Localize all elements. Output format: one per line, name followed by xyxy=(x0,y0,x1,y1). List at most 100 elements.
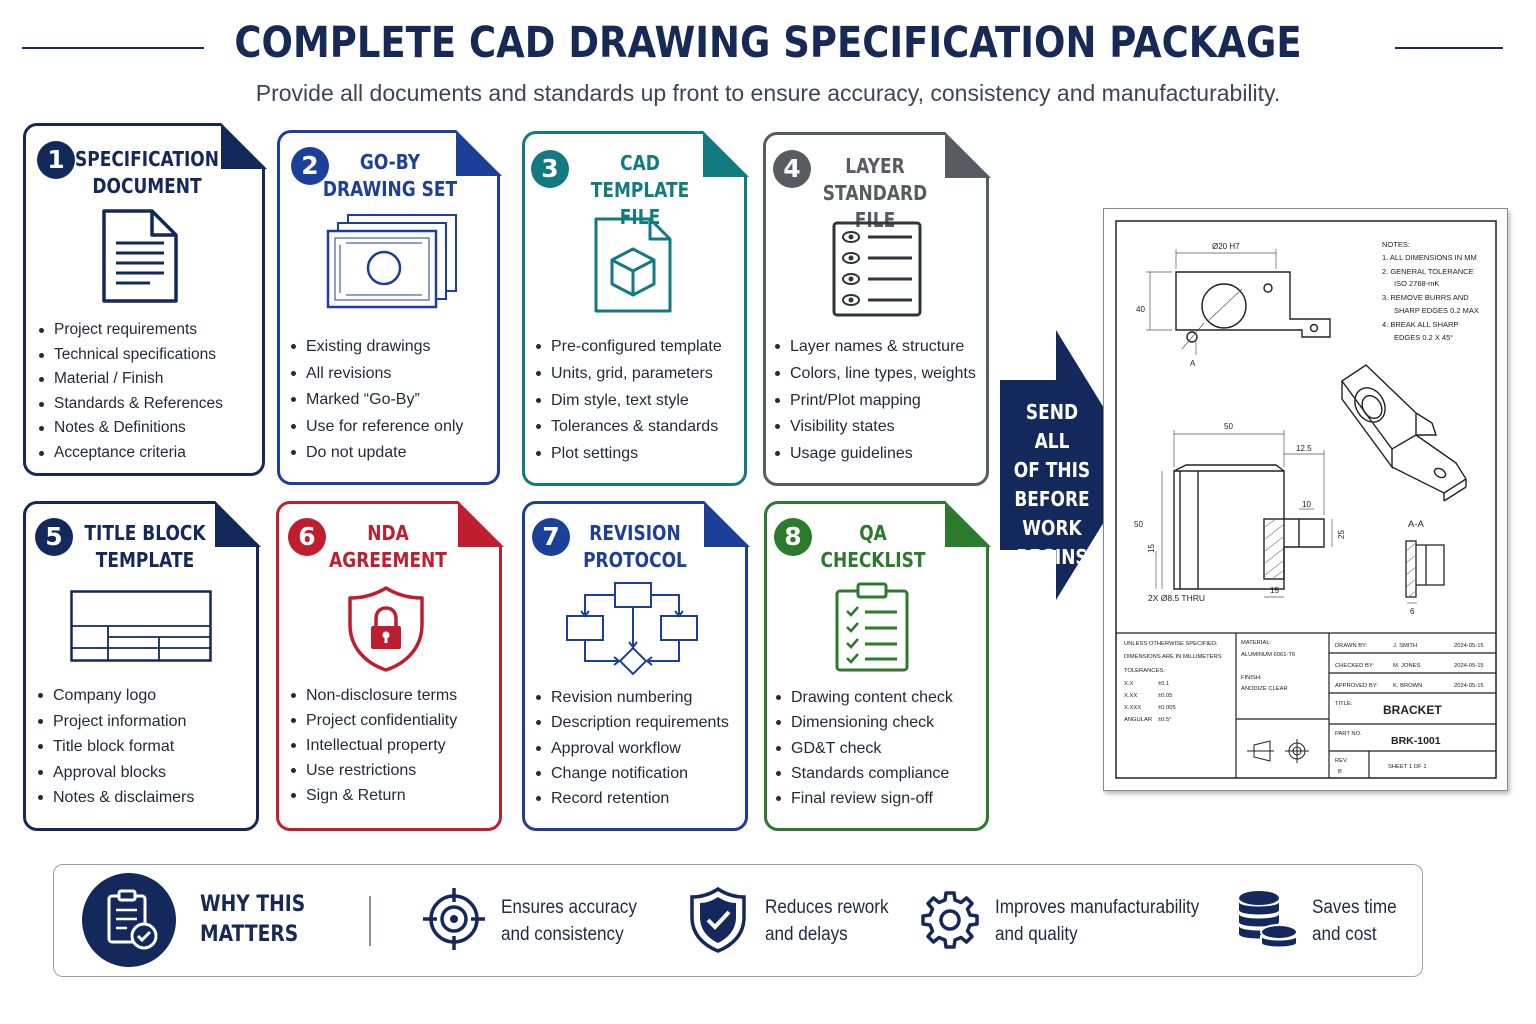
list-item: Intellectual property xyxy=(290,733,457,758)
card-2-number: 2 xyxy=(291,147,329,185)
header-rule-left xyxy=(22,47,204,49)
list-item: Company logo xyxy=(37,683,194,709)
tb-finish: ANODIZE CLEAR xyxy=(1241,686,1288,692)
page-title: COMPLETE CAD DRAWING SPECIFICATION PACKA… xyxy=(234,18,1302,68)
section-aa-view xyxy=(1405,540,1445,598)
list-item: Description requirements xyxy=(535,710,729,735)
engineering-drawing-sheet: Ø20 H7 40 A NOTES: 1. ALL DIMENSIONS IN … xyxy=(1103,208,1508,791)
projection-symbol-icon xyxy=(1247,739,1309,763)
tb-unless-1: UNLESS OTHERWISE SPECIFIED: xyxy=(1124,641,1218,647)
tb-tol-xx-val: ±0.05 xyxy=(1158,693,1172,699)
tb-material: ALUMINUM 6061-T6 xyxy=(1241,652,1295,658)
tb-tol-x: X.X xyxy=(1124,681,1133,687)
tb-drawn-name: J. SMITH xyxy=(1393,643,1417,649)
tb-checked-name: M. JONES xyxy=(1393,663,1421,669)
card-layer-standard-file xyxy=(763,132,989,486)
tb-rev-label: REV. xyxy=(1335,758,1348,764)
note-2a: 2. GENERAL TOLERANCE xyxy=(1382,267,1474,276)
list-item: Sign & Return xyxy=(290,783,457,808)
list-item: All revisions xyxy=(290,361,463,388)
tb-sheet: SHEET 1 OF 1 xyxy=(1388,764,1427,770)
list-item: Units, grid, parameters xyxy=(535,361,722,388)
card-3-list: Pre-configured template Units, grid, par… xyxy=(535,334,722,468)
tb-tolerances-label: TOLERANCES: xyxy=(1124,668,1165,674)
dim-12-5: 12.5 xyxy=(1296,444,1312,453)
card-1-fold xyxy=(221,123,267,169)
coins-icon xyxy=(1239,891,1298,949)
tb-finish-label: FINISH: xyxy=(1241,675,1262,681)
why-divider xyxy=(369,896,371,946)
tb-title: BRACKET xyxy=(1383,703,1442,717)
dim-15-bottom: 15 xyxy=(1270,586,1279,595)
tb-tol-angular-val: ±0.5° xyxy=(1158,717,1172,723)
list-item: Notes & disclaimers xyxy=(37,785,194,811)
layer-list-icon xyxy=(832,221,922,317)
list-item: Project confidentiality xyxy=(290,708,457,733)
drawing-set-icon xyxy=(326,214,457,309)
tb-tol-xxx: X.XXX xyxy=(1124,705,1141,711)
list-item: Revision numbering xyxy=(535,685,729,710)
list-item: Colors, line types, weights xyxy=(774,361,976,388)
tb-rev: B xyxy=(1338,769,1342,775)
card-cad-template-file xyxy=(522,131,747,486)
card-7-number: 7 xyxy=(532,518,570,556)
card-2-list: Existing drawings All revisions Marked “… xyxy=(290,334,463,467)
list-item: Plot settings xyxy=(535,441,722,468)
list-item: GD&T check xyxy=(775,736,953,761)
tb-tol-xx: X.XX xyxy=(1124,693,1137,699)
drawing-title-block xyxy=(1116,632,1496,778)
list-item: Change notification xyxy=(535,761,729,786)
tb-checked-label: CHECKED BY: xyxy=(1335,663,1374,669)
list-item: Record retention xyxy=(535,786,729,811)
note-2b: ISO 2768-mK xyxy=(1394,279,1439,288)
shield-lock-icon xyxy=(348,586,424,672)
dim-holes: 2X Ø8.5 THRU xyxy=(1148,593,1205,603)
list-item: Notes & Definitions xyxy=(38,416,223,441)
card-4-number: 4 xyxy=(773,150,811,188)
target-icon xyxy=(423,888,485,950)
dim-10: 10 xyxy=(1302,500,1311,509)
title-block-icon xyxy=(70,590,212,662)
card-4-list: Layer names & structure Colors, line typ… xyxy=(774,334,976,468)
tb-approved-label: APPROVED BY: xyxy=(1335,683,1378,689)
front-view xyxy=(1173,464,1325,590)
dim-6: 6 xyxy=(1410,607,1415,616)
dim-height-50: 50 xyxy=(1134,520,1143,529)
note-3a: 3. REMOVE BURRS AND xyxy=(1382,293,1469,302)
note-4a: 4. BREAK ALL SHARP xyxy=(1382,320,1458,329)
tb-drawn-label: DRAWN BY: xyxy=(1335,643,1368,649)
card-revision-protocol xyxy=(522,501,748,831)
clipboard-check-icon xyxy=(835,582,909,672)
gear-icon xyxy=(921,891,979,949)
dim-section-a: A xyxy=(1190,359,1196,368)
list-item: Approval workflow xyxy=(535,736,729,761)
send-all-arrow xyxy=(1000,330,1139,600)
card-8-list: Drawing content check Dimensioning check… xyxy=(775,685,953,811)
list-item: Visibility states xyxy=(774,414,976,441)
why-this-matters-panel xyxy=(53,864,1423,977)
note-1: 1. ALL DIMENSIONS IN MM xyxy=(1382,253,1477,262)
card-8-number: 8 xyxy=(774,518,812,556)
list-item: Title block format xyxy=(37,734,194,760)
list-item: Drawing content check xyxy=(775,685,953,710)
tb-part: BRK-1001 xyxy=(1391,735,1441,747)
card-1-list: Project requirements Technical specifica… xyxy=(38,318,223,465)
card-6-list: Non-disclosure terms Project confidentia… xyxy=(290,683,457,808)
tb-approved-date: 2024-05-15 xyxy=(1454,683,1484,689)
card-8-fold xyxy=(945,501,991,547)
list-item: Standards compliance xyxy=(775,761,953,786)
list-item: Use for reference only xyxy=(290,414,463,441)
tb-tol-x-val: ±0.1 xyxy=(1158,681,1169,687)
card-5-fold xyxy=(215,501,261,547)
list-item: Layer names & structure xyxy=(774,334,976,361)
card-7-list: Revision numbering Description requireme… xyxy=(535,685,729,811)
list-item: Usage guidelines xyxy=(774,441,976,468)
card-6-fold xyxy=(458,501,504,547)
note-3b: SHARP EDGES 0.2 MAX xyxy=(1394,306,1479,315)
card-6-number: 6 xyxy=(288,518,326,556)
